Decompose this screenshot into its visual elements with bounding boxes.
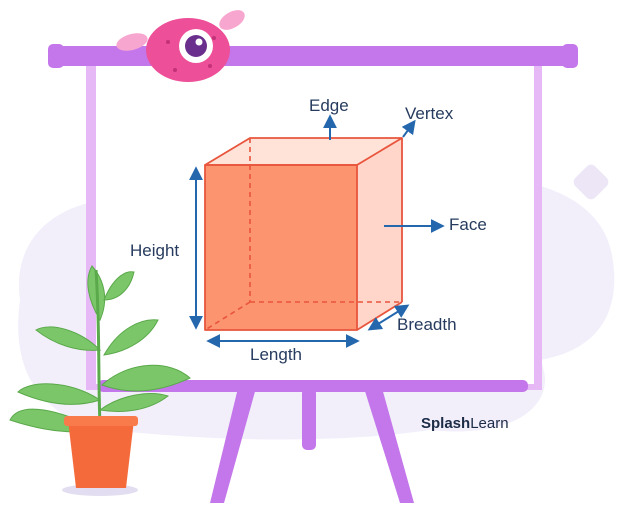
cube-top-face	[205, 138, 402, 165]
pink-monster-mascot	[116, 10, 245, 82]
face-label: Face	[449, 215, 487, 234]
height-label: Height	[130, 241, 179, 260]
edge-label: Edge	[309, 96, 349, 115]
breadth-arrow	[367, 304, 410, 331]
diamond-shape	[573, 164, 609, 200]
length-label: Length	[250, 345, 302, 364]
potted-plant	[9, 265, 191, 496]
cube-front-face	[205, 165, 357, 330]
rectangular-prism	[204, 137, 403, 331]
brand-logo: SplashLearn	[421, 415, 509, 432]
vertex-label: Vertex	[405, 104, 454, 123]
cube-side-face	[357, 138, 402, 330]
vertex-arrow	[401, 119, 416, 138]
easel-legs	[210, 388, 414, 503]
breadth-label: Breadth	[397, 315, 457, 334]
label-arrows	[189, 114, 445, 348]
